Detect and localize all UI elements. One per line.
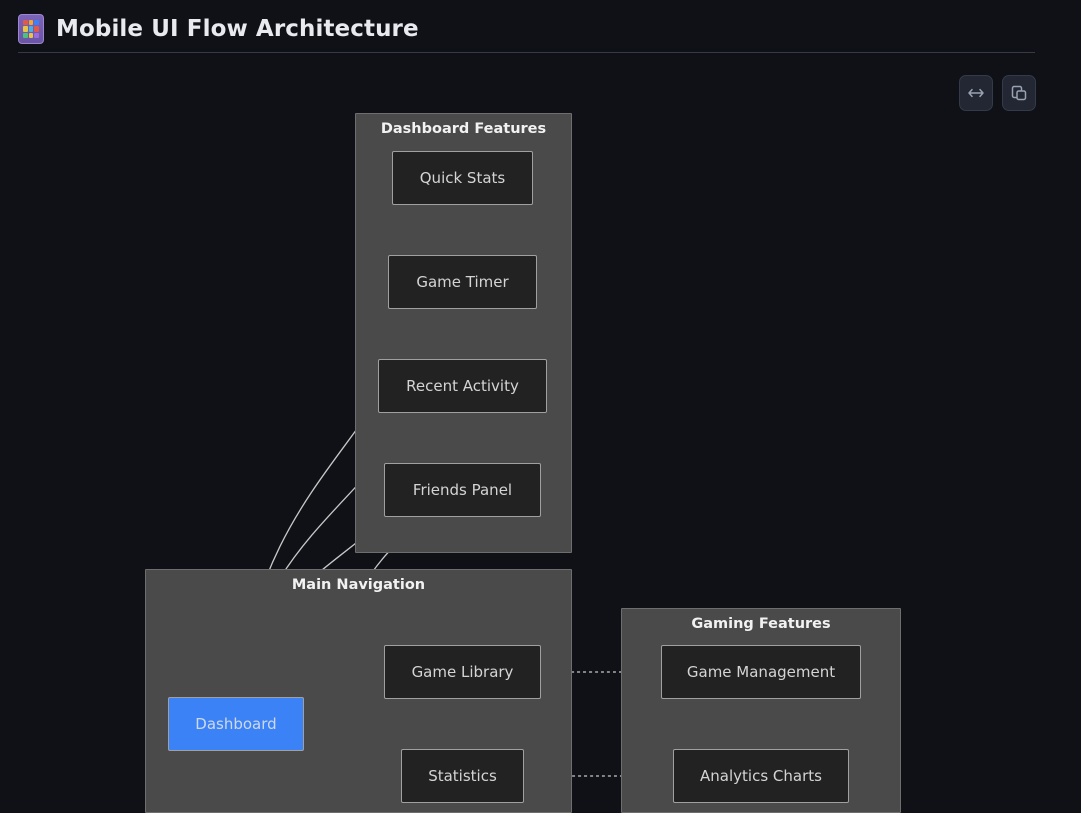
resize-horizontal-button[interactable] bbox=[959, 75, 993, 111]
node-friends-panel[interactable]: Friends Panel bbox=[384, 463, 541, 517]
copy-icon bbox=[1011, 85, 1027, 101]
node-game-timer[interactable]: Game Timer bbox=[388, 255, 537, 309]
node-game-library[interactable]: Game Library bbox=[384, 645, 541, 699]
arrows-left-right-icon bbox=[968, 88, 984, 98]
node-recent-activity[interactable]: Recent Activity bbox=[378, 359, 547, 413]
node-label: Game Management bbox=[686, 663, 836, 681]
node-label: Dashboard bbox=[195, 715, 277, 733]
node-dashboard[interactable]: Dashboard bbox=[168, 697, 304, 751]
node-game-management[interactable]: Game Management bbox=[661, 645, 861, 699]
cluster-title-gaming-features: Gaming Features bbox=[691, 616, 831, 632]
node-label: Statistics bbox=[428, 767, 497, 785]
node-analytics-charts[interactable]: Analytics Charts bbox=[673, 749, 849, 803]
node-label: Friends Panel bbox=[412, 481, 513, 499]
node-quick-stats[interactable]: Quick Stats bbox=[392, 151, 533, 205]
page-title: Mobile UI Flow Architecture bbox=[56, 16, 419, 42]
node-label: Quick Stats bbox=[419, 169, 506, 187]
diagram-toolbar bbox=[959, 75, 1036, 111]
header-divider bbox=[18, 52, 1035, 53]
copy-button[interactable] bbox=[1002, 75, 1036, 111]
node-label: Recent Activity bbox=[406, 377, 519, 395]
cluster-title-dashboard-features: Dashboard Features bbox=[380, 121, 547, 137]
node-label: Game Timer bbox=[416, 273, 509, 291]
mobile-phone-icon bbox=[18, 14, 44, 44]
page-header: Mobile UI Flow Architecture bbox=[0, 0, 1081, 55]
node-label: Analytics Charts bbox=[700, 767, 822, 785]
cluster-title-main-navigation: Main Navigation bbox=[291, 577, 426, 593]
node-label: Game Library bbox=[411, 663, 514, 681]
node-statistics[interactable]: Statistics bbox=[401, 749, 524, 803]
